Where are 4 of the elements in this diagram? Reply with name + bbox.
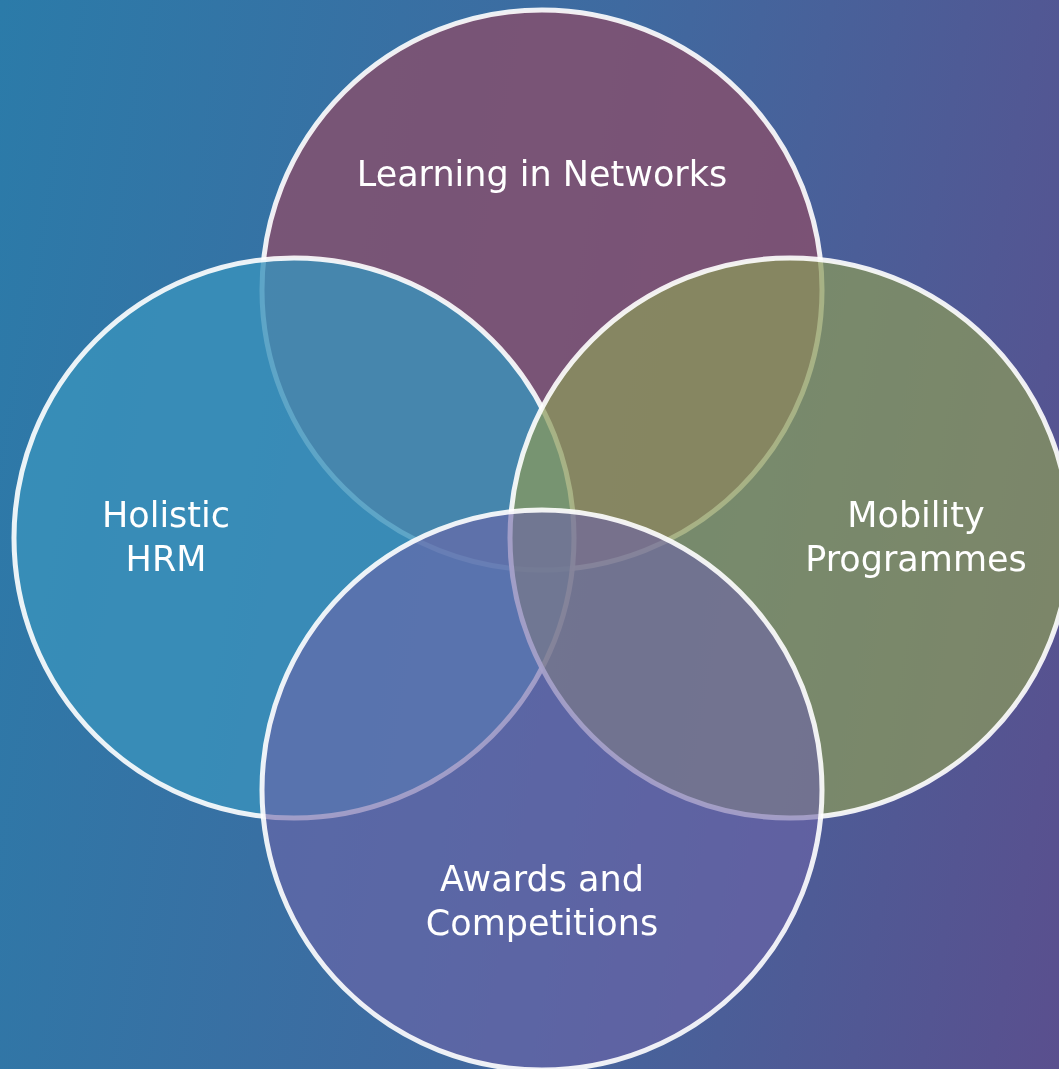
circle-label: Awards and Competitions (424, 858, 660, 945)
circle-label: Mobility Programmes (804, 494, 1028, 581)
circle-label: Holistic HRM (100, 494, 232, 581)
circle-label: Learning in Networks (355, 153, 729, 197)
